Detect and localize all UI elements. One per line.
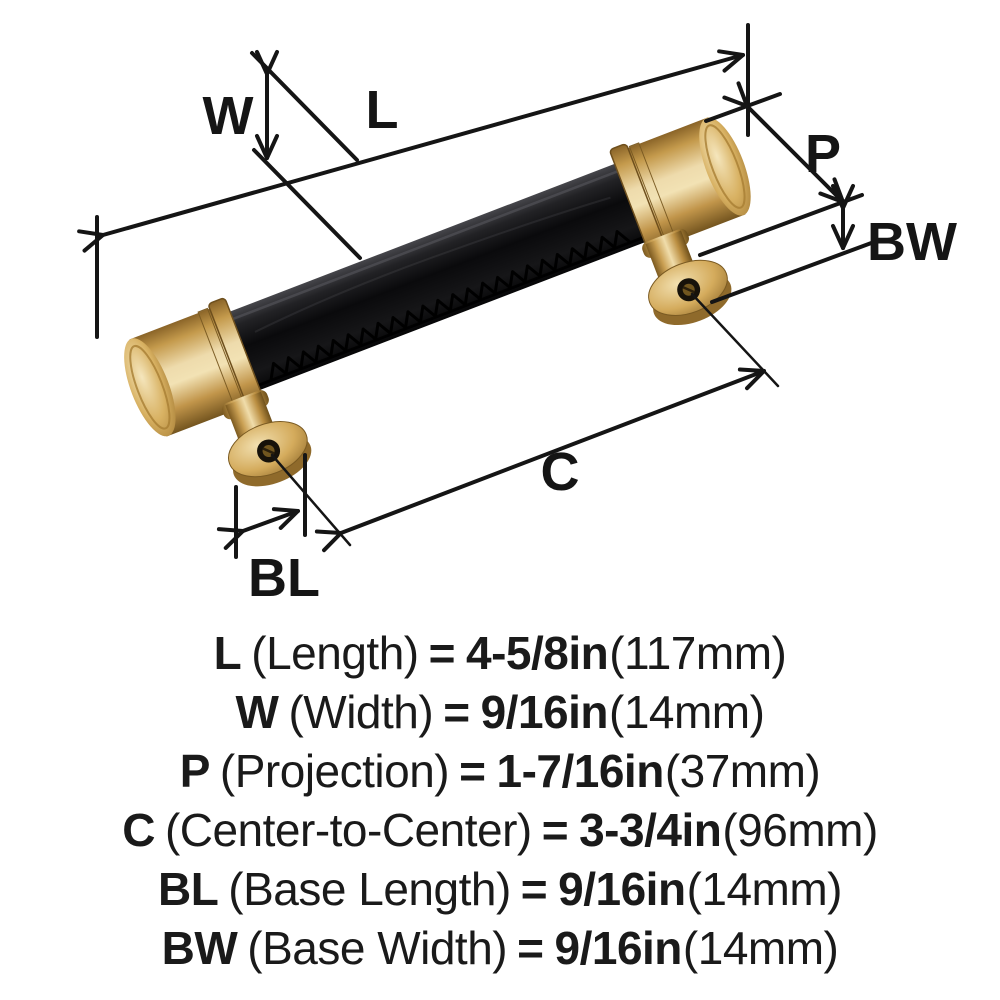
spec-row-width: W(Width)=9/16in(14mm) [0, 683, 1000, 742]
spec-list: L(Length)=4-5/8in(117mm) W(Width)=9/16in… [0, 624, 1000, 978]
spec-equals: = [541, 804, 569, 856]
l-dimension-arrow [77, 49, 745, 253]
dim-base-length [216, 453, 307, 559]
label-length: L [366, 80, 399, 140]
right-screw-slot [682, 285, 696, 294]
left-screw-post [222, 390, 312, 487]
dim-projection [704, 81, 845, 204]
spec-equals: = [459, 745, 486, 797]
stitching-zigzag [269, 230, 631, 380]
spec-symbol: P [179, 745, 211, 797]
c-leader-left [270, 453, 352, 547]
spec-metric: (14mm) [609, 686, 765, 738]
spec-metric: (37mm) [664, 745, 821, 797]
p-extension-tick [704, 92, 782, 123]
dim-base-width [698, 184, 876, 304]
dimension-drawing: W L P BW C BL [77, 23, 957, 608]
spec-name: (Projection) [219, 745, 450, 797]
spec-symbol: BW [161, 922, 238, 974]
spec-row-base-width: BW(Base Width)=9/16in(14mm) [0, 919, 1000, 978]
spec-symbol: C [122, 804, 155, 856]
label-center-to-center: C [541, 442, 580, 502]
spec-name: (Base Width) [247, 922, 508, 974]
spec-name: (Width) [288, 686, 434, 738]
spec-metric: (96mm) [722, 804, 878, 856]
spec-equals: = [520, 863, 548, 915]
c-dimension-arrow [314, 367, 766, 553]
left-screw-slot [262, 447, 275, 455]
spec-row-base-length: BL(Base Length)=9/16in(14mm) [0, 860, 1000, 919]
left-cap-face-ring [129, 344, 171, 430]
spec-name: (Base Length) [228, 863, 511, 915]
spec-name: (Length) [251, 627, 419, 679]
dim-width [250, 50, 362, 260]
p-dimension-arrow [722, 81, 845, 204]
bl-dimension-arrow [216, 507, 300, 550]
spec-symbol: W [235, 686, 279, 738]
spec-value: 1-7/16in [496, 745, 665, 797]
label-base-width: BW [867, 212, 957, 272]
spec-symbol: L [213, 627, 242, 679]
spec-value: 3-3/4in [579, 804, 722, 856]
bw-tick-lower [710, 240, 876, 304]
spec-equals: = [428, 627, 456, 679]
spec-row-length: L(Length)=4-5/8in(117mm) [0, 624, 1000, 683]
label-base-length: BL [248, 548, 320, 608]
spec-metric: (14mm) [686, 863, 843, 915]
spec-value: 9/16in [554, 922, 683, 974]
label-projection: P [805, 124, 841, 184]
cabinet-pull-handle [124, 117, 751, 487]
left-cap-face [124, 338, 176, 437]
spec-metric: (117mm) [609, 627, 787, 679]
label-width: W [203, 86, 254, 146]
spec-value: 9/16in [480, 686, 609, 738]
spec-metric: (14mm) [682, 922, 839, 974]
spec-row-projection: P(Projection)=1-7/16in(37mm) [0, 742, 1000, 801]
spec-name: (Center-to-Center) [164, 804, 532, 856]
spec-value: 4-5/8in [465, 627, 609, 679]
spec-value: 9/16in [558, 863, 686, 915]
w-tick-lower [252, 148, 362, 260]
spec-row-center-to-center: C(Center-to-Center)=3-3/4in(96mm) [0, 801, 1000, 860]
leather-bar [223, 162, 652, 392]
dim-center-to-center [270, 292, 780, 553]
dimension-labels: W L P BW C BL [203, 80, 957, 608]
spec-equals: = [443, 686, 470, 738]
dimension-lines [77, 23, 876, 559]
spec-equals: = [517, 922, 544, 974]
spec-symbol: BL [157, 863, 219, 915]
